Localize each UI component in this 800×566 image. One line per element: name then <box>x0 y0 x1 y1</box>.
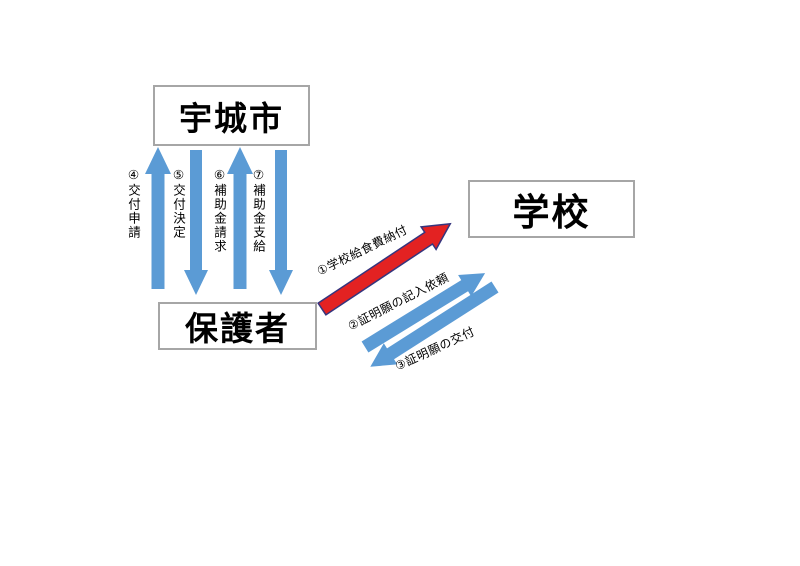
arrow-lunch-fee-payment-icon <box>317 222 452 316</box>
label-grant-application: ④交付申請 <box>126 167 140 240</box>
node-guardian-label: 保護者 <box>185 310 290 347</box>
arrow-down-subsidy-payment-icon <box>269 150 293 295</box>
arrow-up-subsidy-claim-icon <box>227 147 253 289</box>
arrow-certificate-request-icon <box>361 273 486 353</box>
node-school-label: 学校 <box>512 192 591 233</box>
label-subsidy-claim: ⑥補助金請求 <box>212 167 226 254</box>
arrow-certificate-issuance-icon <box>370 281 499 367</box>
label-subsidy-payment: ⑦補助金支給 <box>251 167 265 254</box>
label-grant-decision: ⑤交付決定 <box>171 167 185 240</box>
node-school: 学校 <box>468 180 635 238</box>
arrow-up-grant-application-icon <box>145 147 171 289</box>
arrow-down-grant-decision-icon <box>184 150 208 295</box>
node-guardian: 保護者 <box>158 302 317 350</box>
node-uki-city: 宇城市 <box>153 85 310 146</box>
node-uki-city-label: 宇城市 <box>179 99 284 137</box>
